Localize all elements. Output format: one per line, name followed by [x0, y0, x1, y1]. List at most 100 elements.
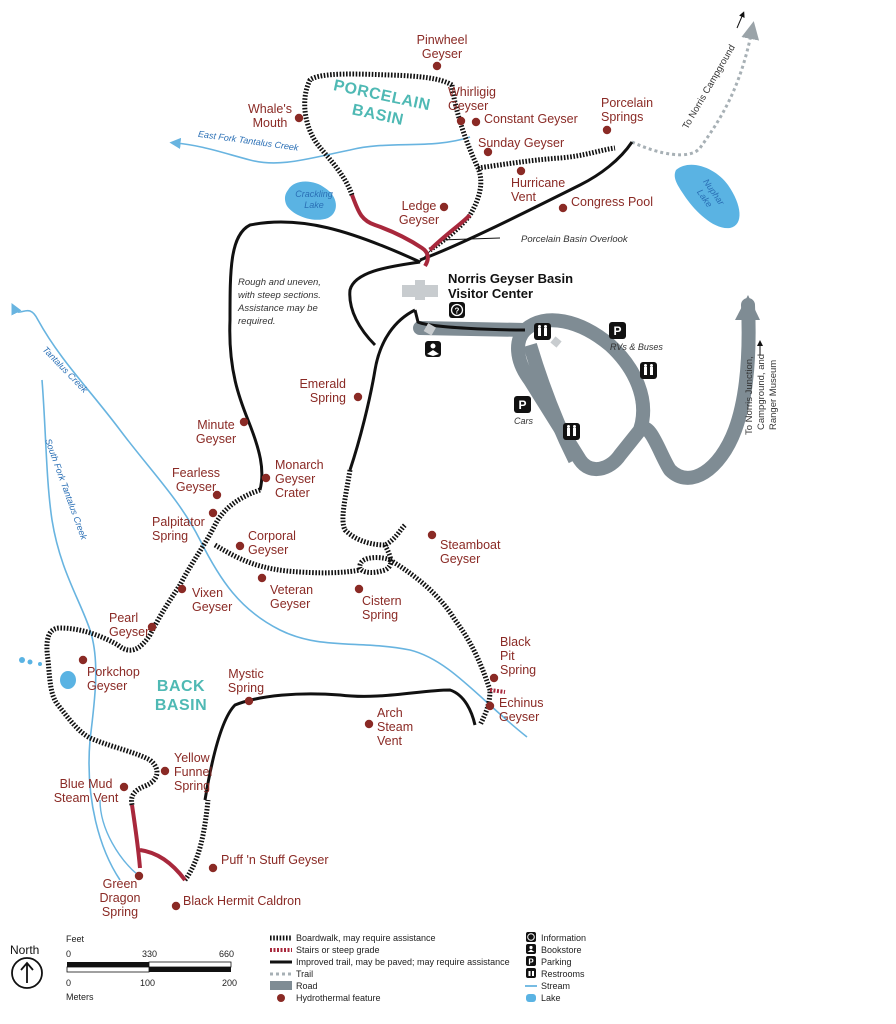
legend-stairs-label: Stairs or steep grade	[296, 945, 380, 955]
cars-lot	[523, 342, 582, 464]
black-hermit-dot[interactable]	[171, 901, 181, 911]
trail-vc-to-emerald	[348, 308, 416, 471]
legend-lake-swatch	[526, 994, 536, 1002]
south-fork-tantalus-creek	[41, 379, 121, 881]
tantalus-creek	[11, 302, 528, 738]
pearl-dot[interactable]	[147, 622, 157, 632]
green-dragon-stairs	[130, 804, 187, 882]
black-pit-dot[interactable]	[489, 673, 499, 683]
mystic-dot[interactable]	[244, 696, 254, 706]
stairs	[130, 194, 506, 882]
monarch-dot[interactable]	[261, 473, 271, 483]
fearless-dot[interactable]	[212, 490, 222, 500]
blue-mud-dot[interactable]	[119, 782, 129, 792]
whales-mouth-dot[interactable]	[294, 113, 304, 123]
parking-icon-rvs[interactable]: P	[609, 322, 626, 339]
rvs-parking-label: RVs & Buses	[610, 342, 663, 352]
black-pit-stairs	[489, 688, 506, 694]
porcelain-springs-dot[interactable]	[602, 125, 612, 135]
restroom-icon-3[interactable]	[563, 423, 580, 440]
trails	[203, 21, 760, 801]
hydrothermal-features	[78, 61, 612, 911]
porkchop-dot[interactable]	[78, 655, 88, 665]
veteran-dot[interactable]	[257, 573, 267, 583]
scale-bar: Feet 0 330 660 0 100 200 Meters	[66, 934, 237, 1002]
legend-restrooms-label: Restrooms	[541, 969, 585, 979]
meters-label: Meters	[66, 992, 94, 1002]
legend-lake-label: Lake	[541, 993, 561, 1003]
up-arrow-icon	[20, 961, 34, 983]
visitor-center	[402, 280, 562, 348]
nuphar-lake	[674, 164, 740, 229]
parking-loop-road	[413, 298, 756, 485]
congress-dot[interactable]	[558, 203, 568, 213]
trail-note: Rough and uneven,with steep sections.Ass…	[237, 277, 321, 327]
label-puff-n-stuff: Puff 'n Stuff Geyser	[221, 853, 329, 867]
arch-steam-dot[interactable]	[364, 719, 374, 729]
corporal-dot[interactable]	[235, 541, 245, 551]
back-basin-east-boardwalk	[388, 557, 493, 727]
trail-vc-branch	[348, 260, 421, 347]
bookstore-icon[interactable]	[425, 341, 441, 357]
trail-vc-parking	[413, 309, 526, 332]
legend-information-label: Information	[541, 933, 586, 943]
feet-label: Feet	[66, 934, 85, 944]
label-constant: Constant Geyser	[484, 112, 578, 126]
vixen-dot[interactable]	[177, 584, 187, 594]
legend-bookstore-label: Bookstore	[541, 945, 582, 955]
legend-information-icon	[526, 932, 536, 942]
label-congress: Congress Pool	[571, 195, 653, 209]
sunday-dot[interactable]	[483, 147, 493, 157]
puff-n-stuff-dot[interactable]	[208, 863, 218, 873]
porcelain-middle-boardwalk	[477, 145, 616, 171]
cistern-dot[interactable]	[354, 584, 364, 594]
green-dragon-dot[interactable]	[134, 871, 144, 881]
porkchop-pond	[60, 671, 76, 689]
east-fork-tantalus-creek	[169, 136, 471, 164]
svg-text:P: P	[518, 398, 526, 412]
roads	[413, 295, 760, 485]
svg-text:?: ?	[455, 307, 460, 316]
whirligig-dot[interactable]	[456, 116, 466, 126]
restroom-icon-2[interactable]	[640, 362, 657, 379]
emerald-dot[interactable]	[353, 392, 363, 402]
svg-text:P: P	[528, 958, 534, 967]
svg-text:Campground, and: Campground, and	[756, 354, 767, 430]
constant-dot[interactable]	[471, 117, 481, 127]
crackling-lake	[284, 181, 336, 220]
feet-tick-0: 0	[66, 949, 71, 959]
parking-kiosk	[550, 336, 562, 348]
yellow-funnel-dot[interactable]	[160, 766, 170, 776]
parking-icon-cars[interactable]: P	[514, 396, 531, 413]
palpitator-dot[interactable]	[208, 508, 218, 518]
hurricane-dot[interactable]	[516, 166, 526, 176]
info-icon[interactable]: ?	[449, 302, 465, 318]
norris-campground-arrow	[736, 11, 745, 29]
steamboat-dot[interactable]	[427, 530, 437, 540]
pinwheel-dot[interactable]	[432, 61, 442, 71]
legend-bookstore-icon	[526, 944, 536, 954]
minute-dot[interactable]	[239, 417, 249, 427]
ledge-dot[interactable]	[439, 202, 449, 212]
echinus-dot[interactable]	[485, 701, 495, 711]
steamboat-boardwalk	[340, 469, 407, 575]
meters-tick-0: 0	[66, 978, 71, 988]
restroom-icon-1[interactable]	[534, 323, 551, 340]
label-black-hermit: Black Hermit Caldron	[183, 894, 301, 908]
back-basin-center-boardwalk	[213, 542, 361, 576]
